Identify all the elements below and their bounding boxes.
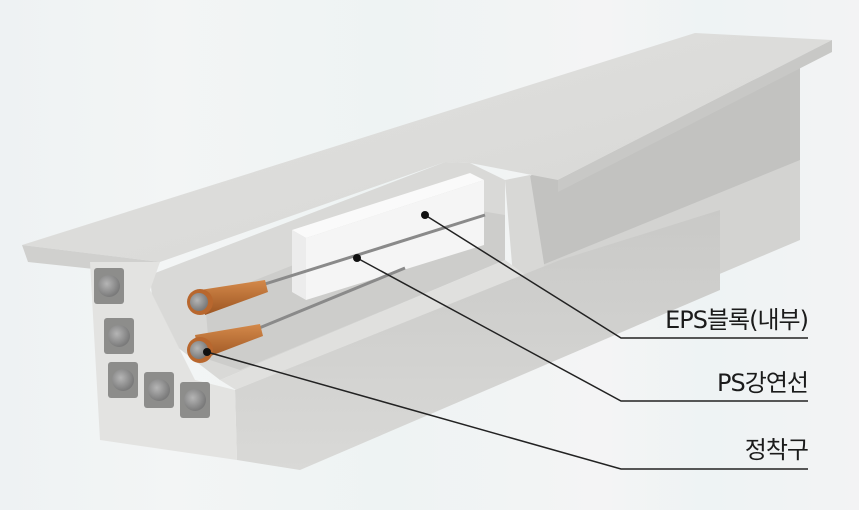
anchorages (187, 280, 268, 363)
label-anchorage: 정착구 (744, 436, 809, 464)
label-eps-block: EPS블록(내부) (665, 306, 809, 334)
bolt-grid (94, 268, 210, 418)
leader-dots (203, 211, 429, 356)
eps-block (292, 173, 484, 300)
label-ps-strand: PS강연선 (717, 369, 809, 397)
leader-lines (206, 214, 808, 470)
